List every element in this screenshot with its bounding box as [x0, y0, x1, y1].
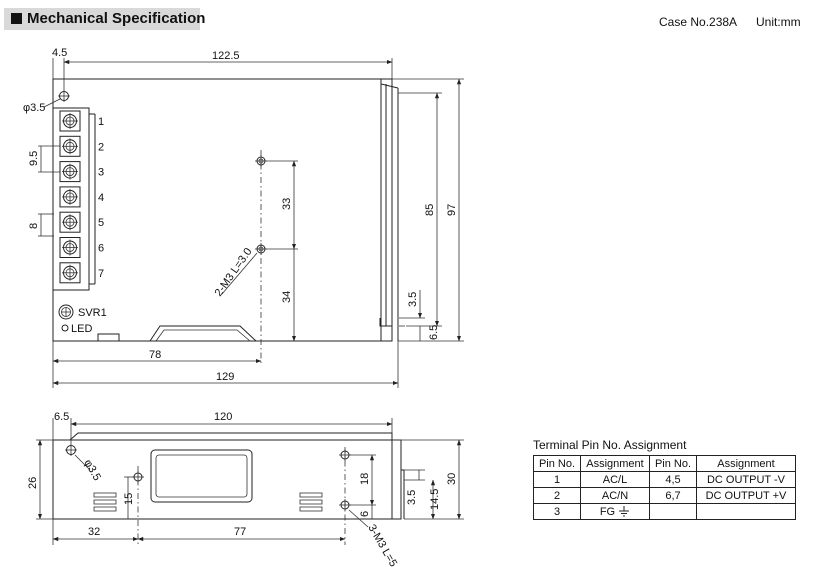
- side-dim-height-total: 30: [446, 473, 458, 485]
- dim-right-small: 3.5: [407, 292, 419, 307]
- mount-hole-topleft: [58, 90, 70, 102]
- terminal-screws: 1 2 3 4 5 6 7: [59, 110, 104, 284]
- handle-cutout: [150, 449, 253, 503]
- dim-hole-lower: 34: [281, 291, 293, 303]
- vent-slots-left: [93, 492, 117, 512]
- table-row: 3 FG: [533, 503, 796, 520]
- led-indicator-icon: [61, 324, 69, 332]
- side-hole-left: [65, 444, 77, 456]
- side-view-outline: [52, 439, 402, 520]
- table-cell: 3: [533, 503, 581, 520]
- header-pin-no-1: Pin No.: [533, 455, 581, 472]
- dim-height-inner: 85: [424, 204, 436, 216]
- bottom-tab: [149, 325, 257, 342]
- dim-hole-x: 78: [149, 349, 161, 361]
- header-pin-no-2: Pin No.: [649, 455, 697, 472]
- header-assignment-2: Assignment: [696, 455, 796, 472]
- dim-hole-spacing: 33: [281, 198, 293, 210]
- dim-pin-width: 8: [28, 223, 40, 229]
- side-dim-mount-holes: 3-M3 L=5: [365, 523, 399, 567]
- terminal-cell: [59, 237, 81, 258]
- dim-mount-holes: 2-M3 L=3.0: [213, 246, 255, 299]
- table-cell: 1: [533, 471, 581, 488]
- terminal-number: 4: [98, 192, 104, 204]
- bullet-square-icon: [11, 13, 22, 24]
- vent-slots-right: [299, 492, 323, 512]
- dim-base-width: 129: [216, 371, 234, 383]
- dim-pin-pitch: 9.5: [28, 151, 40, 166]
- table-row: 1 AC/L 4,5 DC OUTPUT -V: [533, 471, 796, 488]
- side-dim-mid-bottom: 77: [234, 526, 246, 538]
- table-cell: 2: [533, 487, 581, 504]
- terminal-cell: [59, 262, 81, 284]
- pin-assignment-table: Pin No. Assignment Pin No. Assignment 1 …: [533, 455, 796, 520]
- header-assignment-1: Assignment: [580, 455, 650, 472]
- table-cell: AC/N: [580, 487, 650, 504]
- table-cell: 4,5: [649, 471, 697, 488]
- terminal-cell: [59, 186, 81, 208]
- side-rail: [379, 79, 399, 341]
- terminal-number: 3: [98, 167, 104, 179]
- table-cell-fg: FG: [580, 503, 650, 520]
- case-number: Case No.238A: [659, 15, 738, 29]
- side-dim-width: 120: [214, 411, 232, 423]
- terminal-cell: [59, 211, 81, 233]
- table-row: 2 AC/N 6,7 DC OUTPUT +V: [533, 487, 796, 504]
- table-cell: DC OUTPUT -V: [696, 471, 796, 488]
- side-dim-hole-spacing: 18: [359, 473, 371, 485]
- side-dim-hole-height: 15: [123, 493, 135, 505]
- bottom-flange: [97, 333, 120, 341]
- section-title: Mechanical Specification: [27, 10, 206, 27]
- side-dim-hole-bottom: 6: [359, 511, 371, 517]
- dim-hole-diameter: φ3.5: [23, 102, 45, 114]
- terminal-number: 5: [98, 217, 104, 229]
- dim-height-total: 97: [446, 204, 458, 216]
- dim-left-offset: 4.5: [52, 47, 67, 59]
- side-dim-left-offset: 6.5: [54, 411, 69, 423]
- section-header: Mechanical Specification: [4, 8, 205, 30]
- pin-table-title: Terminal Pin No. Assignment: [533, 438, 687, 452]
- side-dim-left-bottom: 32: [88, 526, 100, 538]
- svr-label: SVR1: [78, 307, 107, 319]
- svr-potentiometer: [58, 304, 74, 320]
- terminal-number: 7: [98, 268, 104, 280]
- dim-right-bottom: 6.5: [428, 325, 440, 340]
- terminal-number: 2: [98, 141, 104, 153]
- table-header-row: Pin No. Assignment Pin No. Assignment: [533, 455, 796, 472]
- dim-total-width: 122.5: [212, 50, 240, 62]
- led-label: LED: [71, 323, 92, 335]
- side-dim-hole-diameter: φ3.5: [81, 458, 103, 483]
- fg-label: FG: [599, 505, 616, 518]
- side-dim-right-mid: 14.5: [429, 489, 441, 510]
- side-dim-right-small: 3.5: [406, 490, 418, 505]
- table-cell: 6,7: [649, 487, 697, 504]
- table-cell: [649, 503, 697, 520]
- terminal-cell: [59, 110, 81, 132]
- table-cell: DC OUTPUT +V: [696, 487, 796, 504]
- unit-label: Unit:mm: [756, 15, 801, 29]
- table-cell: [696, 503, 796, 520]
- terminal-block: [52, 107, 96, 291]
- ground-icon: [619, 506, 630, 517]
- side-dim-height-left: 26: [27, 477, 39, 489]
- side-view: 120 6.5 φ3.5 26 15 18 6 3-M3 L=5 3.5 14.…: [27, 411, 464, 567]
- terminal-number: 6: [98, 243, 104, 255]
- terminal-number: 1: [98, 116, 104, 128]
- table-cell: AC/L: [580, 471, 650, 488]
